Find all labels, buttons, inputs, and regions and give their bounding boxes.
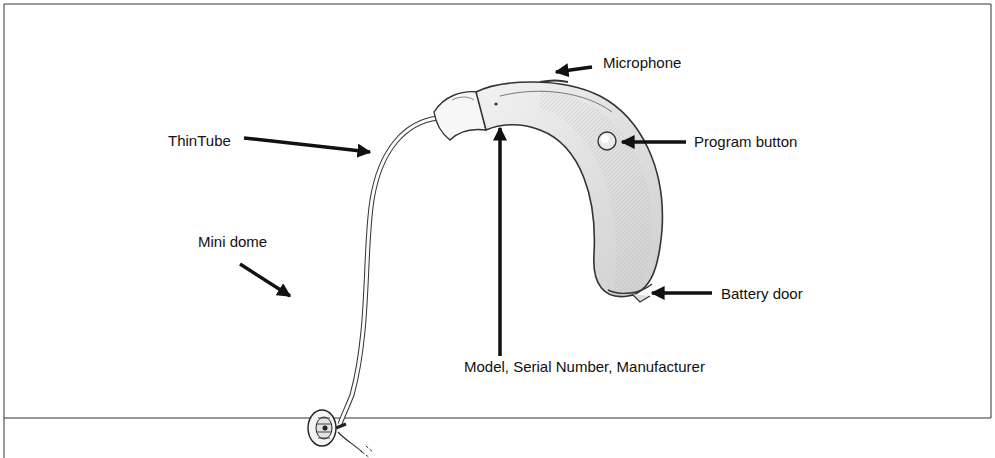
part-label: Program button bbox=[694, 133, 797, 151]
part-label: Mini dome bbox=[198, 233, 267, 251]
battery-door bbox=[608, 284, 652, 293]
hearing-aid-body bbox=[476, 82, 662, 297]
leader-arrows bbox=[240, 67, 712, 356]
part-label: Battery door bbox=[721, 285, 803, 303]
part-label: ThinTube bbox=[168, 132, 231, 150]
part-label: Microphone bbox=[603, 54, 681, 72]
program-button bbox=[598, 132, 616, 150]
mini-dome bbox=[308, 410, 346, 446]
tube-tail-dashed bbox=[362, 446, 373, 458]
thin-tube-inner bbox=[340, 118, 438, 424]
part-label: Model, Serial Number, Manufacturer bbox=[464, 358, 705, 376]
tube-tail bbox=[338, 432, 362, 452]
thin-tube bbox=[340, 118, 438, 424]
frame bbox=[4, 4, 991, 458]
microphone bbox=[540, 81, 568, 83]
